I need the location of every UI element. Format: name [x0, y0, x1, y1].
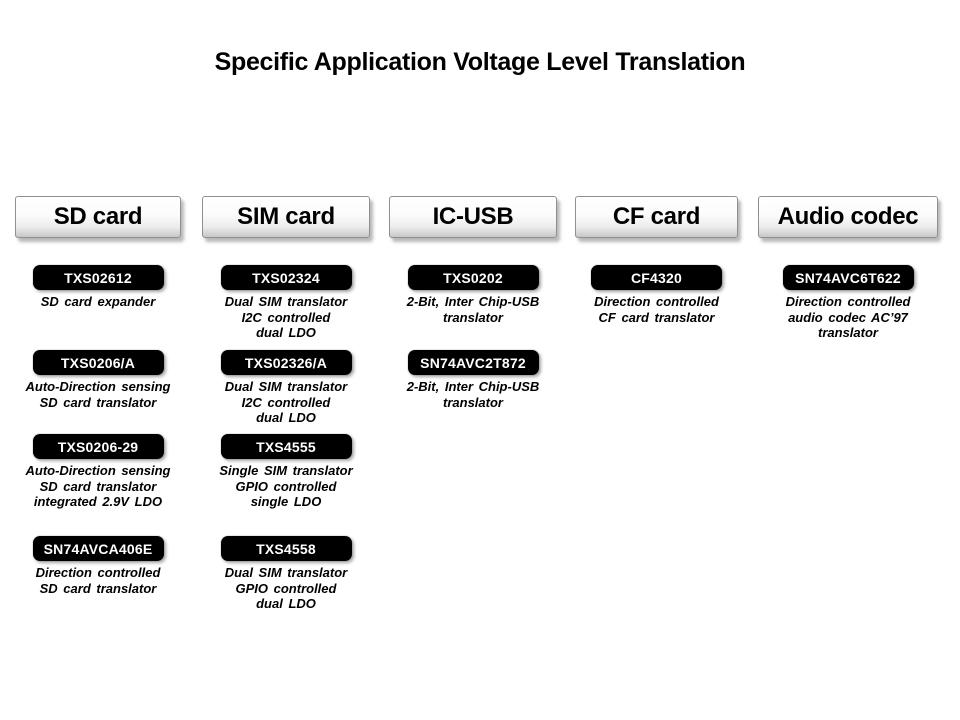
part-description: 2-Bit, Inter Chip-USB translator: [406, 379, 540, 410]
part-description: Dual SIM translator GPIO controlled dual…: [224, 565, 348, 611]
part-item: SN74AVCA406E Direction controlled SD car…: [15, 536, 181, 596]
part-badge-txs4558[interactable]: TXS4558: [220, 536, 352, 561]
part-description: SD card expander: [40, 294, 156, 309]
part-description: Auto-Direction sensing SD card translato…: [25, 379, 171, 410]
part-item: SN74AVC6T622 Direction controlled audio …: [758, 265, 938, 341]
category-button-cf-card[interactable]: CF card: [575, 196, 738, 238]
category-button-audio-codec[interactable]: Audio codec: [758, 196, 938, 238]
part-item: TXS0206-29 Auto-Direction sensing SD car…: [15, 434, 181, 510]
part-badge-txs4555[interactable]: TXS4555: [220, 434, 352, 459]
part-item: SN74AVC2T872 2-Bit, Inter Chip-USB trans…: [389, 350, 557, 410]
part-badge-sn74avc6t622[interactable]: SN74AVC6T622: [782, 265, 914, 290]
part-item: TXS0202 2-Bit, Inter Chip-USB translator: [389, 265, 557, 325]
part-item: TXS02324 Dual SIM translator I2C control…: [202, 265, 370, 341]
part-badge-txs0206-29[interactable]: TXS0206-29: [32, 434, 164, 459]
part-description: Dual SIM translator I2C controlled dual …: [224, 294, 348, 340]
page-title: Specific Application Voltage Level Trans…: [214, 48, 746, 76]
part-badge-cf4320[interactable]: CF4320: [591, 265, 722, 290]
part-item: TXS4555 Single SIM translator GPIO contr…: [202, 434, 370, 510]
part-item: CF4320 Direction controlled CF card tran…: [575, 265, 738, 325]
part-badge-sn74avc2t872[interactable]: SN74AVC2T872: [407, 350, 539, 375]
category-button-ic-usb[interactable]: IC-USB: [389, 196, 557, 238]
part-item: TXS02612 SD card expander: [15, 265, 181, 310]
part-description: Direction controlled CF card translator: [594, 294, 719, 325]
part-badge-txs02612[interactable]: TXS02612: [32, 265, 164, 290]
part-badge-sn74avca406e[interactable]: SN74AVCA406E: [32, 536, 164, 561]
part-description: Auto-Direction sensing SD card translato…: [25, 463, 171, 509]
part-description: Dual SIM translator I2C controlled dual …: [224, 379, 348, 425]
part-description: Single SIM translator GPIO controlled si…: [219, 463, 353, 509]
part-badge-txs0206a[interactable]: TXS0206/A: [32, 350, 164, 375]
part-item: TXS4558 Dual SIM translator GPIO control…: [202, 536, 370, 612]
part-description: 2-Bit, Inter Chip-USB translator: [406, 294, 540, 325]
part-badge-txs02326a[interactable]: TXS02326/A: [220, 350, 352, 375]
part-item: TXS02326/A Dual SIM translator I2C contr…: [202, 350, 370, 426]
part-item: TXS0206/A Auto-Direction sensing SD card…: [15, 350, 181, 410]
part-description: Direction controlled SD card translator: [35, 565, 161, 596]
part-badge-txs0202[interactable]: TXS0202: [407, 265, 539, 290]
part-badge-txs02324[interactable]: TXS02324: [220, 265, 352, 290]
category-button-sd-card[interactable]: SD card: [15, 196, 181, 238]
category-button-sim-card[interactable]: SIM card: [202, 196, 370, 238]
part-description: Direction controlled audio codec AC’97 t…: [785, 294, 911, 340]
